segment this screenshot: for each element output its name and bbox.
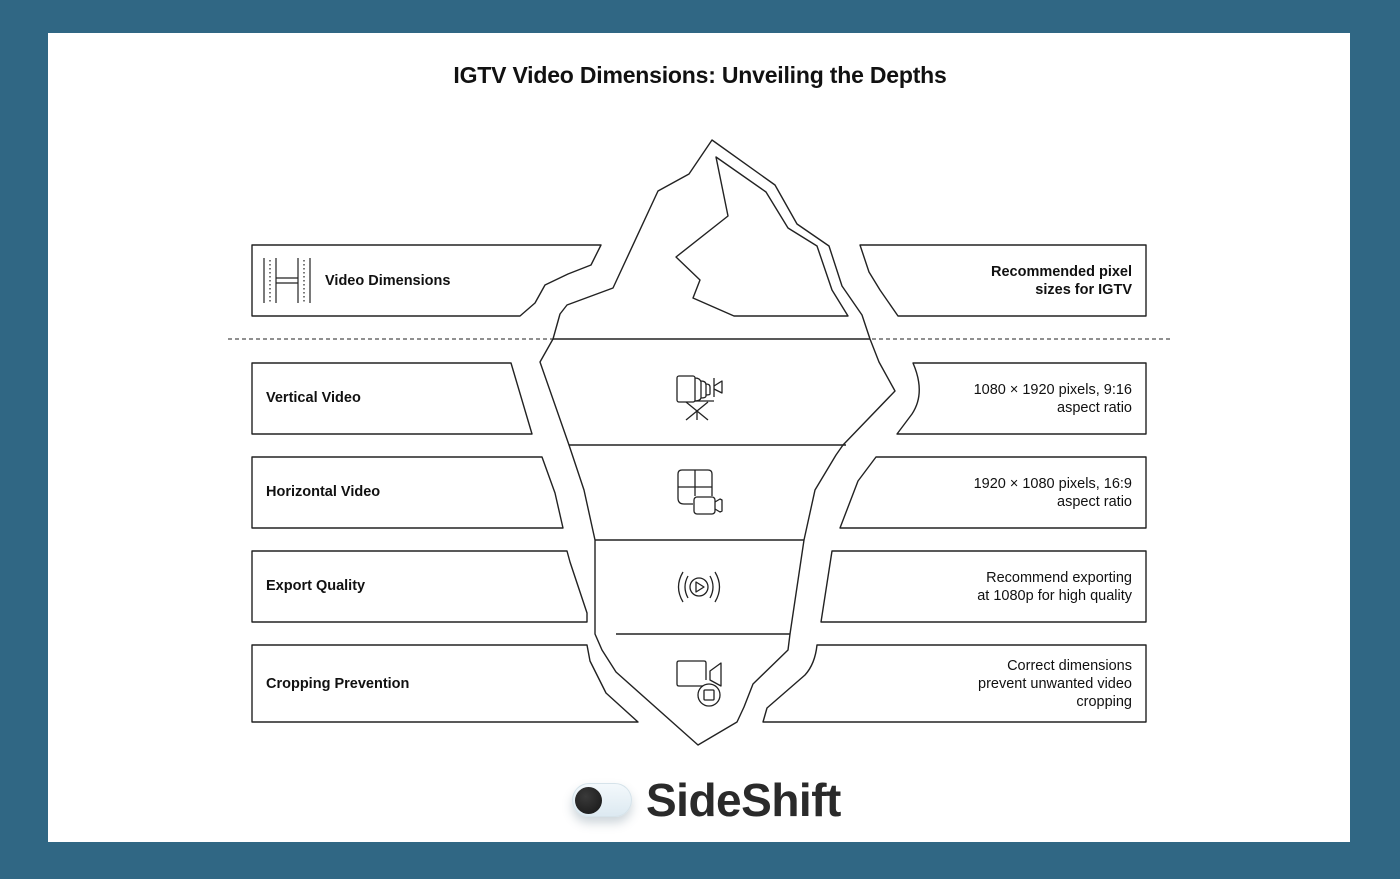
description-line: cropping [1076, 694, 1132, 710]
left-box-3 [251, 550, 588, 623]
header-description-line: sizes for IGTV [1035, 282, 1132, 298]
iceberg-body-outline [539, 338, 896, 746]
page-title: IGTV Video Dimensions: Unveiling the Dep… [453, 62, 947, 88]
right-box-2 [839, 456, 1147, 529]
left-box-1 [251, 362, 533, 435]
row-label-cropping-prevention: Cropping Prevention [266, 676, 410, 692]
right-box-4 [762, 644, 1147, 723]
left-box-4 [251, 644, 639, 723]
description-line: Recommend exporting [986, 570, 1132, 586]
toggle-switch-icon [572, 783, 632, 817]
right-box-3 [820, 550, 1147, 623]
description-line: 1080 × 1920 pixels, 9:16 [973, 382, 1132, 398]
header-description: Recommended pixel sizes for IGTV [872, 263, 1132, 299]
iceberg-tip-outline [552, 139, 871, 340]
diagram-card [48, 33, 1350, 842]
row-description-export-quality: Recommend exporting at 1080p for high qu… [872, 569, 1132, 605]
row-label-horizontal-video: Horizontal Video [266, 484, 381, 500]
description-line: prevent unwanted video [978, 676, 1132, 692]
grid-camera-icon [677, 469, 723, 515]
left-box-header [251, 244, 602, 317]
row-label-export-quality: Export Quality [266, 578, 366, 594]
sideshift-logo: SideShift [572, 772, 841, 828]
right-box-header [859, 244, 1147, 317]
header-description-line: Recommended pixel [990, 264, 1132, 280]
description-line: aspect ratio [1057, 400, 1132, 416]
right-box-1 [896, 362, 1147, 435]
left-box-2 [251, 456, 564, 529]
film-strip-icon [263, 258, 311, 303]
row-description-vertical-video: 1080 × 1920 pixels, 9:16 aspect ratio [872, 381, 1132, 417]
row-description-horizontal-video: 1920 × 1080 pixels, 16:9 aspect ratio [872, 475, 1132, 511]
video-stop-icon [676, 660, 722, 707]
description-line: aspect ratio [1057, 494, 1132, 510]
brand-name: SideShift [646, 774, 841, 826]
description-line: at 1080p for high quality [977, 588, 1132, 604]
toggle-knob [575, 787, 602, 814]
camera-tripod-icon [676, 375, 723, 421]
description-line: Correct dimensions [1007, 658, 1132, 674]
iceberg-snow-facet [675, 156, 849, 317]
broadcast-play-icon [677, 571, 721, 603]
header-label: Video Dimensions [325, 273, 451, 289]
row-description-cropping-prevention: Correct dimensions prevent unwanted vide… [872, 657, 1132, 711]
row-label-vertical-video: Vertical Video [266, 390, 361, 406]
description-line: 1920 × 1080 pixels, 16:9 [973, 476, 1132, 492]
